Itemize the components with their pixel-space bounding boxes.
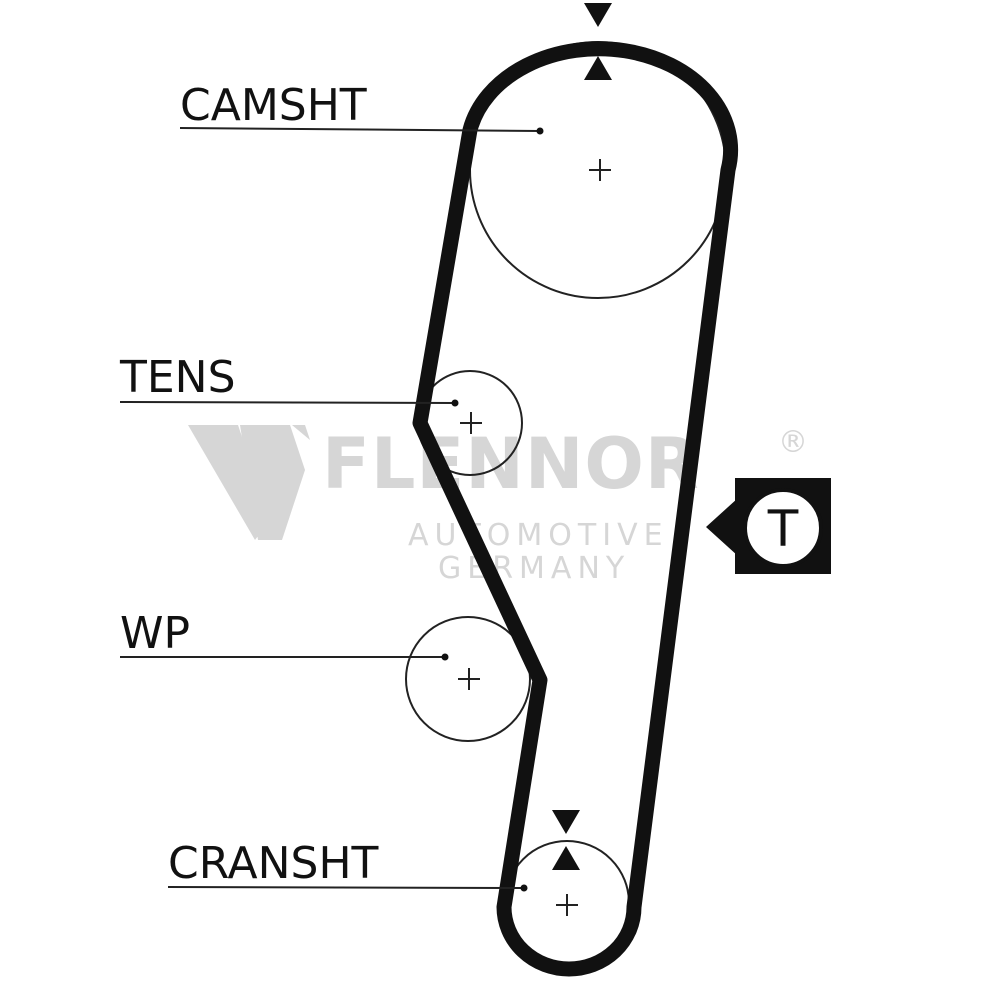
camshaft-leader xyxy=(179,127,541,132)
flennor-logo xyxy=(188,425,310,540)
watermark-registered-mark: ® xyxy=(778,425,808,460)
tensioner-center-mark xyxy=(460,412,482,434)
camshaft-timing-mark-icon xyxy=(584,3,612,80)
leader-lines xyxy=(119,127,541,889)
water-pump-pulley xyxy=(405,616,531,742)
crankshaft-label: CRANSHT xyxy=(168,838,379,889)
crankshaft-center-mark xyxy=(556,894,578,916)
crankshaft-timing-mark-icon xyxy=(552,810,580,870)
tensioner-leader xyxy=(119,401,456,404)
tension-indicator-letter: T xyxy=(767,500,799,558)
watermark-brand: FLENNOR xyxy=(322,423,700,505)
tensioner-label: TENS xyxy=(119,352,236,403)
pulley-centers xyxy=(458,159,611,916)
leader-dots xyxy=(441,127,544,892)
watermark-line-germany: GERMANY xyxy=(438,551,630,586)
camshaft-label: CAMSHT xyxy=(180,80,367,131)
watermark-line-automotive: AUTOMOTIVE xyxy=(408,518,669,553)
crankshaft-leader xyxy=(167,886,525,889)
tension-indicator-icon: T xyxy=(706,478,831,574)
water-pump-label: WP xyxy=(120,608,190,659)
watermark: FLENNOR ® AUTOMOTIVE GERMANY xyxy=(188,423,808,586)
timing-belt xyxy=(412,41,739,977)
camshaft-center-mark xyxy=(589,159,611,181)
water-pump-center-mark xyxy=(458,668,480,690)
